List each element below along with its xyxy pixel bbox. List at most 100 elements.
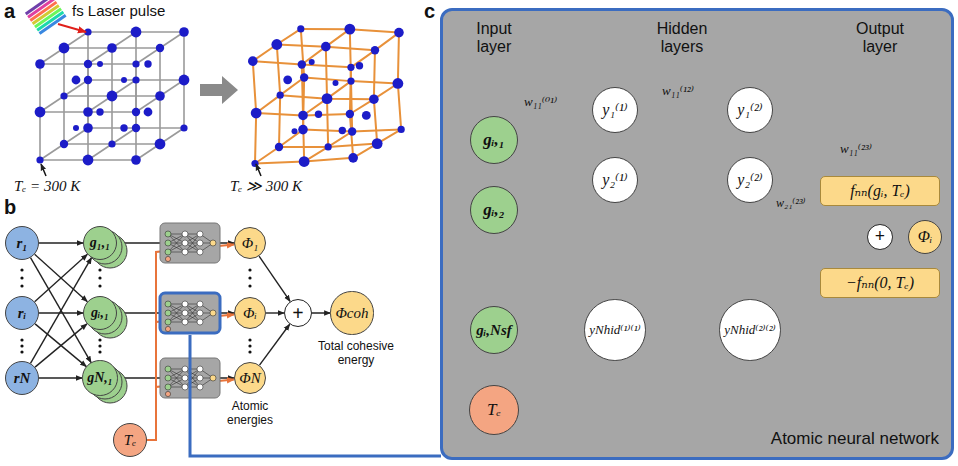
atom-dot xyxy=(179,27,189,37)
ellipsis-dot xyxy=(20,350,23,353)
ellipsis-dot xyxy=(248,284,251,287)
output-box: fₙₙ(gᵢ, Tₑ) xyxy=(820,176,940,206)
atom-dot xyxy=(144,108,153,117)
mini-neuron xyxy=(165,319,171,325)
mini-neuron xyxy=(197,249,203,255)
node-text: gᵢ,₁ xyxy=(91,305,109,320)
ellipsis-dot xyxy=(20,284,23,287)
energy-node: Φcoh xyxy=(330,291,373,334)
node-text: + xyxy=(875,227,885,247)
temperature-node: Tₑ xyxy=(469,385,519,435)
ellipsis-dot xyxy=(20,276,23,279)
atom-dot xyxy=(348,153,358,163)
weight-label: w₁₁⁽¹²⁾ xyxy=(660,84,696,99)
lattice-bond xyxy=(136,32,184,64)
sum-node: + xyxy=(284,299,312,327)
mini-neuron xyxy=(210,310,216,316)
network-box-frame xyxy=(160,223,220,263)
laser-stripe xyxy=(34,7,62,28)
node-text: Tₑ xyxy=(124,432,136,449)
descriptor-node: g₁,₁ xyxy=(83,226,117,260)
mini-neuron xyxy=(182,366,188,372)
hidden-neuron: y₁⁽²⁾ xyxy=(727,87,773,133)
connector-arrow xyxy=(312,312,330,313)
atom-dot xyxy=(84,60,92,68)
hidden-neuron: y₁⁽¹⁾ xyxy=(592,87,638,133)
atom-dot xyxy=(83,155,94,166)
node-text: fₙₙ(gᵢ, Tₑ) xyxy=(850,182,910,200)
connector-arrow xyxy=(39,377,82,378)
node-text: g₁,₁ xyxy=(90,235,110,250)
atom-dot xyxy=(298,111,308,121)
atom-dot xyxy=(132,108,140,116)
connector-arrow xyxy=(31,258,92,363)
mini-neuron xyxy=(182,319,188,325)
atom-dot xyxy=(60,140,68,148)
node-text: r₁ xyxy=(16,235,27,252)
position-node: rN xyxy=(5,361,39,395)
mini-neuron xyxy=(165,301,171,307)
atom-dot xyxy=(325,143,332,150)
ellipsis-dot xyxy=(20,338,23,341)
mini-neuron xyxy=(165,256,170,261)
lattice-bond xyxy=(350,83,398,114)
atom-dot xyxy=(107,91,118,102)
mini-neuron xyxy=(182,310,188,316)
weight-label: w₂₁⁽²³⁾ xyxy=(774,197,807,211)
mini-neuron xyxy=(165,231,171,237)
atom-dot xyxy=(298,60,306,68)
descriptor-node: gᵢ,₁ xyxy=(83,296,117,330)
hot-lattice xyxy=(248,24,405,167)
node-text: Φcoh xyxy=(335,305,368,322)
network-box xyxy=(160,223,220,263)
node-text: y₁⁽²⁾ xyxy=(737,101,762,119)
atom-dot xyxy=(72,76,81,85)
weight-label: w₁₁⁽²³⁾ xyxy=(838,142,874,157)
atom-dot xyxy=(131,27,142,38)
atom-dot xyxy=(156,44,164,52)
process-arrow xyxy=(200,76,238,104)
atom-dot xyxy=(96,108,103,115)
node-text: rN xyxy=(14,370,31,387)
atom-dot xyxy=(347,64,354,71)
mini-neuron xyxy=(165,249,171,255)
mini-neuron xyxy=(182,301,188,307)
atom-dot xyxy=(339,127,346,134)
node-text: Φ₁ xyxy=(242,235,259,252)
atom-dot xyxy=(120,124,127,131)
node-text: −fₙₙ(0, Tₑ) xyxy=(846,274,914,292)
position-node: r₁ xyxy=(5,226,39,260)
atom-dot xyxy=(179,75,190,86)
atom-dot xyxy=(300,73,308,81)
node-text: ΦN xyxy=(239,370,260,387)
atom-dot xyxy=(346,110,354,118)
ellipsis-dot xyxy=(248,276,251,279)
lattice-bond xyxy=(303,81,351,115)
atom-dot xyxy=(73,125,79,131)
atom-dot xyxy=(132,60,139,67)
ellipsis-dot xyxy=(98,350,101,353)
node-text: y₂⁽¹⁾ xyxy=(602,171,627,189)
atom-dot xyxy=(297,25,304,32)
pointer-arrow xyxy=(256,164,261,176)
atom-dot xyxy=(348,127,356,135)
mini-neuron xyxy=(197,301,203,307)
annotation-label: Tₑ ≫ 300 K xyxy=(230,178,302,195)
mini-neuron xyxy=(182,375,188,381)
atom-dot xyxy=(155,91,165,101)
atom-dot xyxy=(155,139,166,150)
descriptor-node: gᵢ,₂ xyxy=(470,186,518,234)
mini-neuron xyxy=(197,310,203,316)
connector-arrow xyxy=(266,312,284,313)
atom-dot xyxy=(277,92,284,99)
energy-node: Φᵢ xyxy=(908,220,942,254)
atom-dot xyxy=(59,43,70,54)
atom-dot xyxy=(251,108,262,119)
atom-dot xyxy=(369,94,379,104)
lattice-bond xyxy=(136,80,184,112)
ellipsis-dot xyxy=(98,344,101,347)
ellipsis-dot xyxy=(248,350,251,353)
atom-dot xyxy=(35,107,46,118)
node-text: gᵢ,Nsf xyxy=(476,322,511,339)
connector-arrow xyxy=(259,256,290,301)
